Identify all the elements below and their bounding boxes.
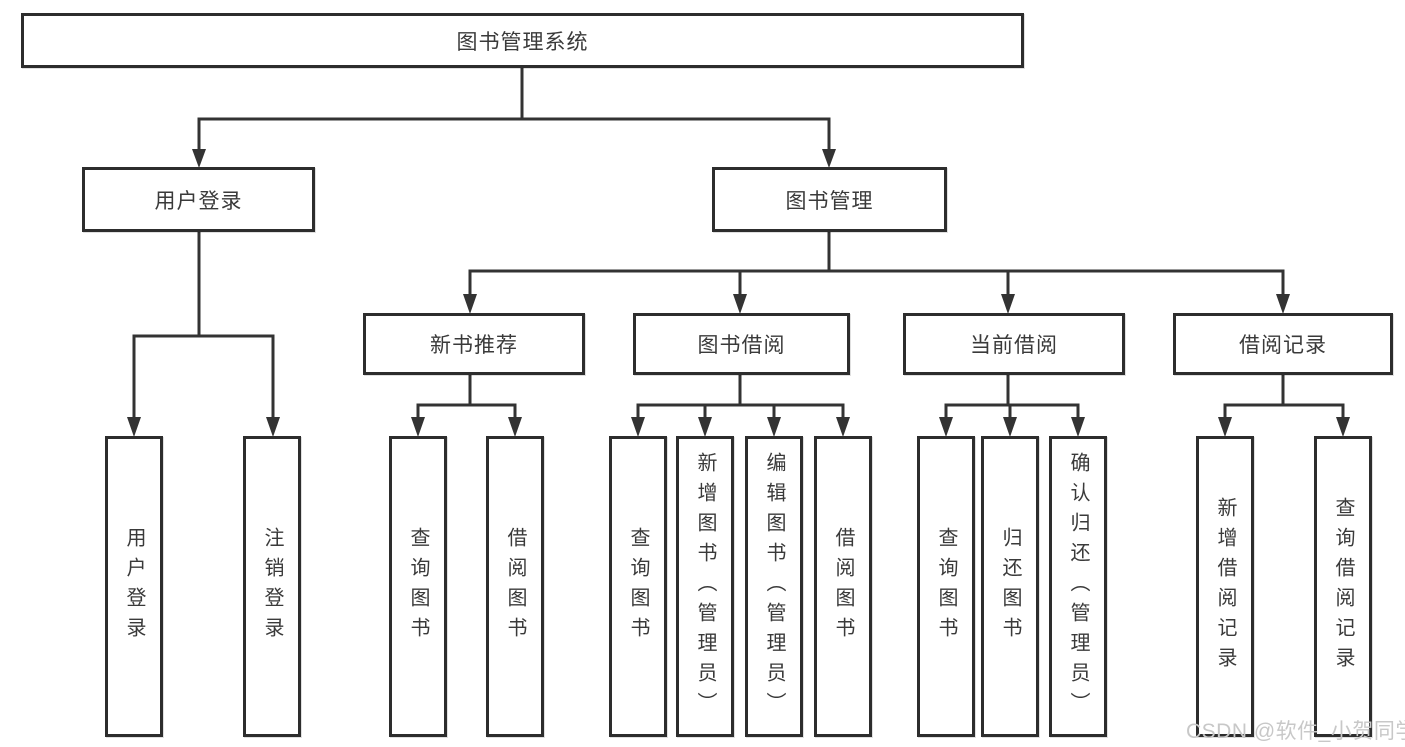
node-label: 查询图书 [627,526,649,647]
node-label: 新增图书（管理员） [694,451,716,722]
node-book-borrow: 图书借阅 [633,313,850,375]
node-label: 借阅记录 [1239,334,1327,357]
node-label: 图书借阅 [697,334,786,357]
leaf-add-borrow-record: 新增借阅记录 [1196,436,1254,737]
node-label: 用户登录 [154,189,243,213]
node-label: 借阅图书 [832,526,854,647]
node-label: 新增借阅记录 [1214,496,1236,677]
leaf-confirm-return-admin: 确认归还（管理员） [1049,436,1107,737]
watermark-text: CSDN @软件_小贺同学 [1186,720,1405,743]
node-label: 借阅图书 [504,526,526,647]
node-borrow-records: 借阅记录 [1173,313,1393,375]
node-label: 编辑图书（管理员） [763,451,785,722]
leaf-query-borrow-record: 查询借阅记录 [1314,436,1372,737]
leaf-logout: 注销登录 [243,436,301,737]
node-label: 图书管理 [785,189,874,213]
node-label: 图书管理系统 [456,30,589,54]
leaf-add-book-admin: 新增图书（管理员） [676,436,734,737]
leaf-edit-book-admin: 编辑图书（管理员） [745,436,803,737]
node-label: 归还图书 [999,526,1021,647]
node-book-management: 图书管理 [712,167,947,232]
leaf-query-books-2: 查询图书 [609,436,667,737]
connector-segments [132,66,1345,422]
leaf-borrow-books-1: 借阅图书 [486,436,544,737]
leaf-return-book: 归还图书 [981,436,1039,737]
leaf-user-login: 用户登录 [105,436,163,737]
node-label: 确认归还（管理员） [1067,451,1089,722]
node-label: 查询借阅记录 [1332,496,1354,677]
node-book-management-system: 图书管理系统 [21,13,1024,68]
leaf-borrow-books-2: 借阅图书 [814,436,872,737]
node-current-borrow: 当前借阅 [903,313,1125,375]
node-label: 用户登录 [123,526,145,647]
node-label: 查询图书 [935,526,957,647]
node-label: 查询图书 [407,526,429,647]
leaf-query-books-1: 查询图书 [389,436,447,737]
node-label: 注销登录 [261,526,283,647]
leaf-query-books-3: 查询图书 [917,436,975,737]
node-new-book-recommend: 新书推荐 [363,313,585,375]
node-label: 当前借阅 [970,334,1058,357]
node-label: 新书推荐 [430,334,518,357]
node-user-login: 用户登录 [82,167,315,232]
